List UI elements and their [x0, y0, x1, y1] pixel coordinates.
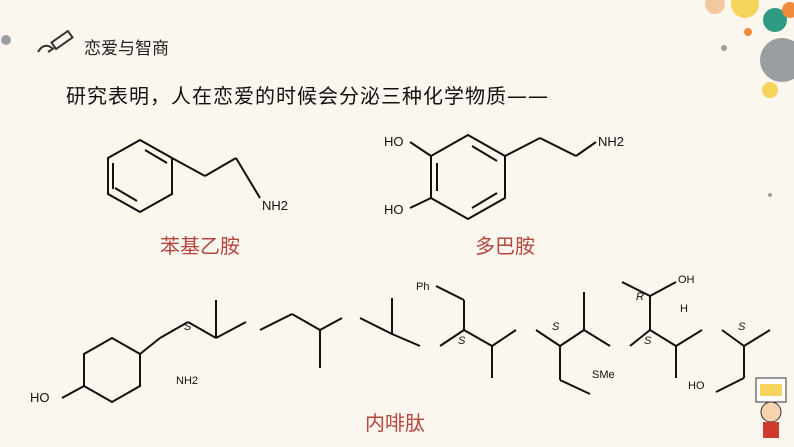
r-label: R: [636, 291, 644, 303]
ho-label: HO: [30, 390, 50, 405]
pencil-icon: [37, 30, 74, 53]
ho-label-2: HO: [688, 380, 705, 392]
phenylethylamine-label: 苯基乙胺: [160, 234, 240, 258]
ph-label: Ph: [416, 281, 429, 293]
h-label: H: [680, 303, 688, 315]
ho-label-2: HO: [384, 202, 404, 217]
header-title: 恋爱与智商: [84, 39, 169, 59]
s-label-2: S: [458, 335, 466, 347]
s-label-4: S: [644, 335, 652, 347]
s-label-1: S: [184, 321, 192, 333]
ho-label-1: HO: [384, 134, 404, 149]
nh2-label: NH2: [176, 375, 198, 387]
endorphin-label: 内啡肽: [365, 411, 425, 435]
s-label-5: S: [738, 321, 746, 333]
nh2-label: NH2: [262, 198, 288, 213]
nh2-label: NH2: [598, 134, 624, 149]
oh-label: OH: [678, 274, 695, 286]
subtitle: 研究表明，人在恋爱的时候会分泌三种化学物质——: [66, 84, 549, 108]
sme-label: SMe: [592, 369, 615, 381]
cartoon-character-icon: [755, 377, 787, 438]
dopamine-label: 多巴胺: [475, 234, 535, 258]
s-label-3: S: [552, 321, 560, 333]
